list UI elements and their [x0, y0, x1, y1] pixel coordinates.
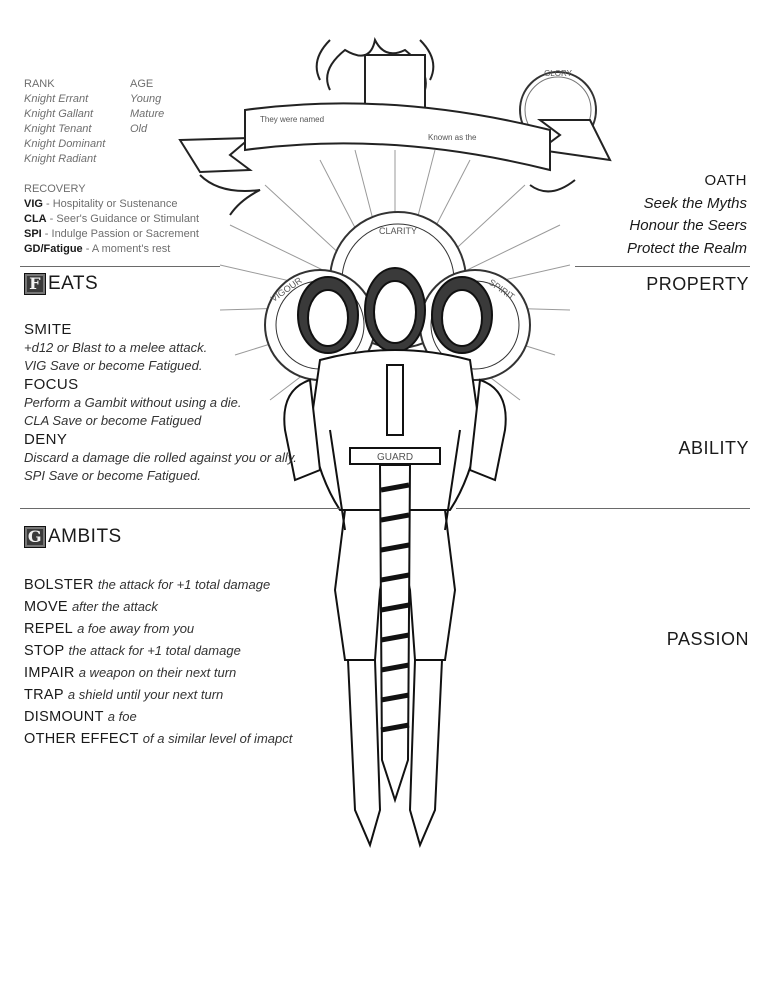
- drop-cap-g: G: [24, 526, 46, 548]
- age-option[interactable]: Mature: [130, 108, 165, 120]
- age-option[interactable]: Young: [130, 93, 162, 105]
- gambit-desc: a shield until your next turn: [67, 687, 224, 702]
- gambit-item: DISMOUNT a foe: [24, 706, 354, 728]
- gambit-desc: after the attack: [71, 599, 158, 614]
- rank-option[interactable]: Knight Gallant: [24, 108, 94, 120]
- feats-heading: F EATS: [24, 273, 98, 295]
- feat-name: DENY: [24, 431, 68, 448]
- oath-title: OATH: [704, 172, 747, 189]
- rank-block: RANK Knight Errant Knight Gallant Knight…: [24, 77, 124, 167]
- gambit-item: TRAP a shield until your next turn: [24, 684, 354, 706]
- feat-desc: +d12 or Blast to a melee attack.: [24, 340, 208, 355]
- recovery-text: - A moment's rest: [82, 243, 171, 255]
- recovery-line: VIG - Hospitality or Sustenance: [24, 197, 234, 212]
- glory-label: GLORY: [544, 69, 573, 78]
- rank-option[interactable]: Knight Errant: [24, 93, 89, 105]
- gambit-item: REPEL a foe away from you: [24, 618, 354, 640]
- feats-list: SMITE +d12 or Blast to a melee attack. V…: [24, 320, 324, 485]
- gambit-name: TRAP: [24, 687, 64, 703]
- feat-desc: Discard a damage die rolled against you …: [24, 450, 297, 465]
- rank-option[interactable]: Knight Radiant: [24, 153, 97, 165]
- recovery-key: VIG: [24, 198, 43, 210]
- feat-desc: CLA Save or become Fatigued: [24, 413, 202, 428]
- gambit-item: OTHER EFFECT of a similar level of imapc…: [24, 728, 354, 750]
- recovery-block: RECOVERY VIG - Hospitality or Sustenance…: [24, 182, 234, 257]
- age-title: AGE: [130, 78, 154, 90]
- property-heading: PROPERTY: [646, 274, 749, 294]
- gambit-desc: a weapon on their next turn: [78, 665, 237, 680]
- recovery-text: - Indulge Passion or Sacrement: [41, 228, 199, 240]
- gambits-heading: G AMBITS: [24, 526, 122, 548]
- gambit-item: BOLSTER the attack for +1 total damage: [24, 574, 354, 596]
- rank-option[interactable]: Knight Tenant: [24, 123, 92, 135]
- feat-desc: VIG Save or become Fatigued.: [24, 358, 203, 373]
- divider: [575, 266, 750, 267]
- gambit-desc: of a similar level of imapct: [142, 731, 293, 746]
- guard-label: GUARD: [377, 452, 413, 463]
- knight-heads: [297, 267, 493, 354]
- recovery-line: SPI - Indulge Passion or Sacrement: [24, 227, 234, 242]
- banner-named-label: They were named: [260, 115, 324, 124]
- gambit-item: MOVE after the attack: [24, 596, 354, 618]
- drop-cap-f: F: [24, 273, 46, 295]
- feat-name: SMITE: [24, 321, 72, 338]
- feat-name: FOCUS: [24, 376, 79, 393]
- banner-known-label: Known as the: [428, 133, 477, 142]
- halo-clarity-label: CLARITY: [379, 226, 417, 236]
- gambit-name: DISMOUNT: [24, 709, 104, 725]
- oath-line: Protect the Realm: [626, 239, 747, 257]
- sword: GUARD: [349, 364, 441, 804]
- rank-option[interactable]: Knight Dominant: [24, 138, 106, 150]
- feat-desc: SPI Save or become Fatigued.: [24, 468, 202, 483]
- gambit-name: BOLSTER: [24, 577, 94, 593]
- gambit-desc: a foe away from you: [77, 621, 195, 636]
- gambits-heading-text: AMBITS: [48, 526, 122, 547]
- gambit-name: IMPAIR: [24, 665, 75, 681]
- divider: [20, 508, 340, 509]
- rank-title: RANK: [24, 78, 55, 90]
- feat-desc: Perform a Gambit without using a die.: [24, 395, 242, 410]
- gambit-desc: a foe: [107, 709, 137, 724]
- gambit-name: MOVE: [24, 599, 68, 615]
- oath-block: OATH Seek the Myths Honour the Seers Pro…: [547, 170, 747, 260]
- age-option[interactable]: Old: [130, 123, 148, 135]
- gambit-desc: the attack for +1 total damage: [97, 577, 271, 592]
- recovery-key: SPI: [24, 228, 42, 240]
- recovery-key: CLA: [24, 213, 47, 225]
- passion-heading: PASSION: [666, 629, 749, 649]
- armour-body: [283, 349, 507, 848]
- recovery-line: CLA - Seer's Guidance or Stimulant: [24, 212, 234, 227]
- recovery-text: - Seer's Guidance or Stimulant: [46, 213, 200, 225]
- recovery-line: GD/Fatigue - A moment's rest: [24, 242, 234, 257]
- feats-heading-text: EATS: [48, 273, 99, 294]
- gambit-desc: the attack for +1 total damage: [68, 643, 241, 658]
- knight-illustration: GLORY CLARITY VIGOUR SPIRIT They were na…: [178, 36, 612, 848]
- recovery-title: RECOVERY: [24, 183, 86, 195]
- oath-line: Honour the Seers: [629, 217, 747, 234]
- age-block: AGE Young Mature Old: [130, 77, 210, 137]
- gambit-name: REPEL: [24, 621, 74, 637]
- banner-scroll: They were named Known as the: [178, 102, 612, 216]
- gambits-list: BOLSTER the attack for +1 total damage M…: [24, 574, 354, 750]
- ability-heading: ABILITY: [678, 438, 749, 458]
- gambit-item: STOP the attack for +1 total damage: [24, 640, 354, 662]
- recovery-key: GD/Fatigue: [24, 243, 83, 255]
- gambit-name: STOP: [24, 643, 65, 659]
- oath-line: Seek the Myths: [643, 194, 747, 212]
- gambit-item: IMPAIR a weapon on their next turn: [24, 662, 354, 684]
- sword-binding: [380, 482, 410, 733]
- gambit-name: OTHER EFFECT: [24, 731, 139, 747]
- divider: [456, 508, 750, 509]
- divider: [20, 266, 220, 267]
- recovery-text: - Hospitality or Sustenance: [42, 198, 178, 210]
